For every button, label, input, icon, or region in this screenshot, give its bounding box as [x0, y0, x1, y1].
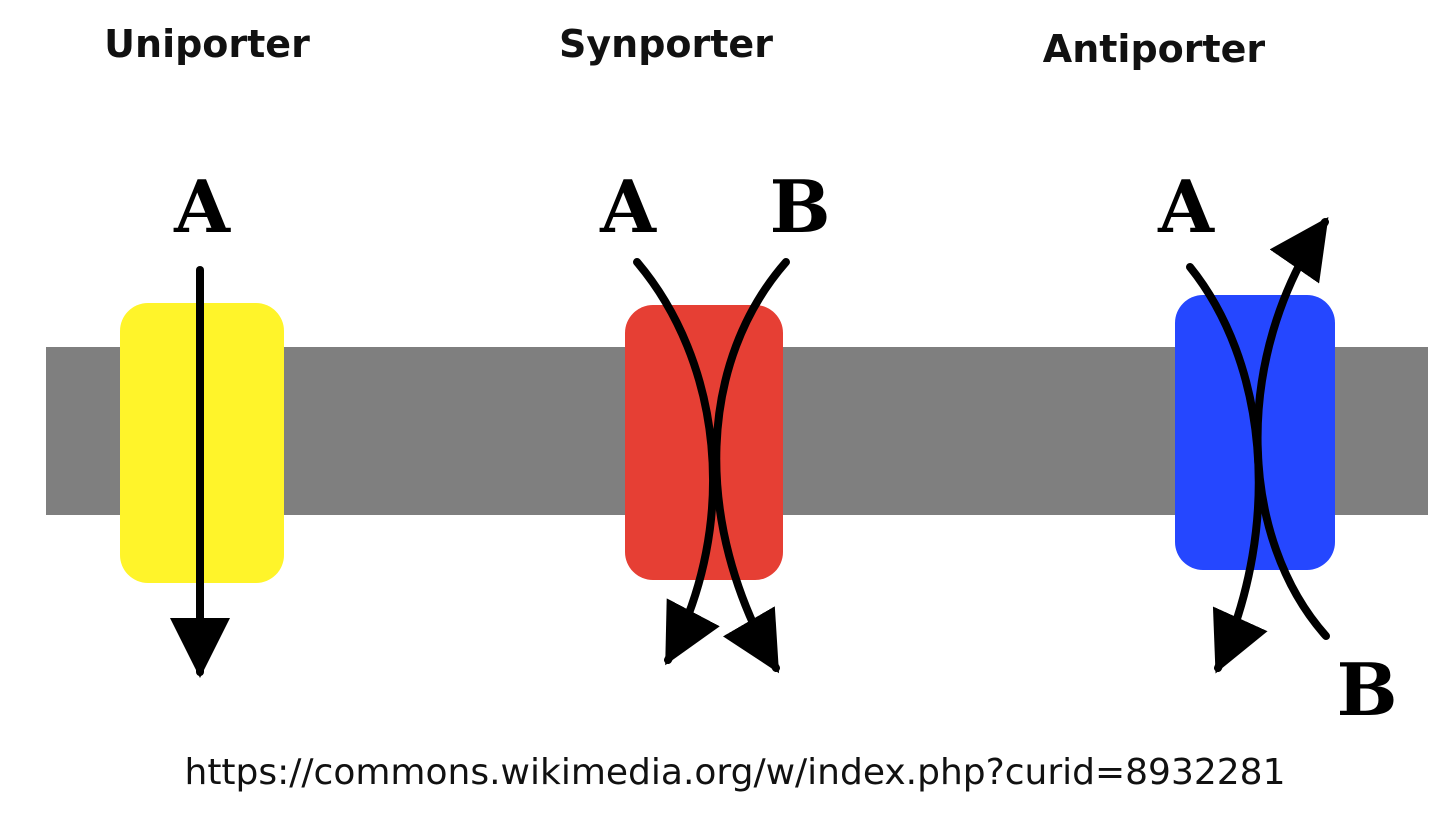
- synporter-substance-b: B: [770, 164, 831, 249]
- antiporter-b-arrow: [1253, 217, 1330, 640]
- synporter-a-arrow: [633, 258, 720, 666]
- antiporter-substance-b: B: [1337, 647, 1398, 732]
- synporter-title: Synporter: [559, 22, 773, 66]
- uniporter-substance-a: A: [173, 164, 231, 249]
- antiporter-title: Antiporter: [1043, 27, 1266, 71]
- uniporter-title: Uniporter: [104, 22, 310, 66]
- synporter-b-arrow: [712, 258, 790, 674]
- synporter-protein: [625, 305, 783, 580]
- source-credit: https://commons.wikimedia.org/w/index.ph…: [185, 752, 1286, 793]
- synporter-substance-a: A: [599, 164, 657, 249]
- antiporter-substance-a: A: [1157, 164, 1215, 249]
